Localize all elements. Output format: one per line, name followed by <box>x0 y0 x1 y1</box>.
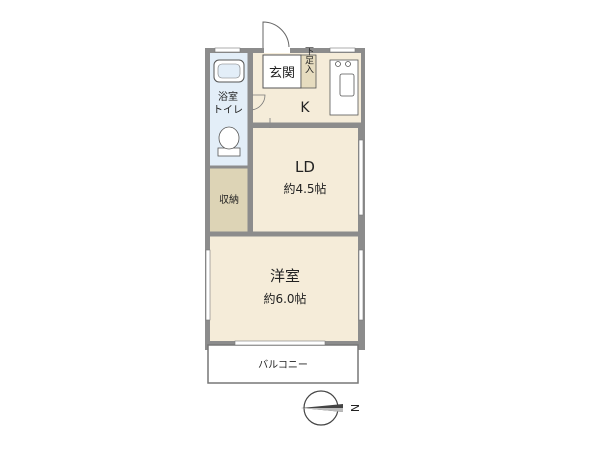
compass-label: N <box>349 404 362 412</box>
window-ld-right <box>358 139 364 216</box>
bathtub-inner <box>217 63 241 79</box>
label-ld-name: LD <box>295 158 315 176</box>
window-top-right <box>329 47 356 53</box>
ld-floor <box>253 128 358 232</box>
front-door-gap <box>264 47 290 53</box>
kitchen-sink <box>339 73 355 97</box>
toilet-bowl <box>218 126 240 150</box>
western-room-floor <box>210 236 358 341</box>
window-western-right <box>358 249 364 321</box>
label-shoe-box: 下足入 <box>303 47 314 74</box>
label-ld-size: 約4.5帖 <box>283 181 326 196</box>
label-balcony: バルコニー <box>258 359 308 371</box>
label-storage: 収納 <box>219 193 239 206</box>
shoe-box-overlay <box>300 54 317 89</box>
storage-floor <box>210 168 248 232</box>
label-western-name: 洋室 <box>270 267 300 285</box>
window-western-left <box>205 249 211 321</box>
compass: N <box>301 390 362 426</box>
window-balcony <box>234 340 326 346</box>
stove-burner-1 <box>335 61 341 67</box>
entrance-overlay <box>262 54 302 89</box>
stove-burner-2 <box>345 61 351 67</box>
label-western-size: 約6.0帖 <box>263 291 306 306</box>
label-toilet: トイレ <box>213 105 243 116</box>
label-kitchen: K <box>300 100 310 116</box>
window-top-left <box>214 47 241 53</box>
label-bath: 浴室 <box>218 90 238 103</box>
compass-needle-light <box>301 408 343 412</box>
label-entrance: 玄関 <box>269 66 295 81</box>
front-door-swing <box>262 21 290 49</box>
